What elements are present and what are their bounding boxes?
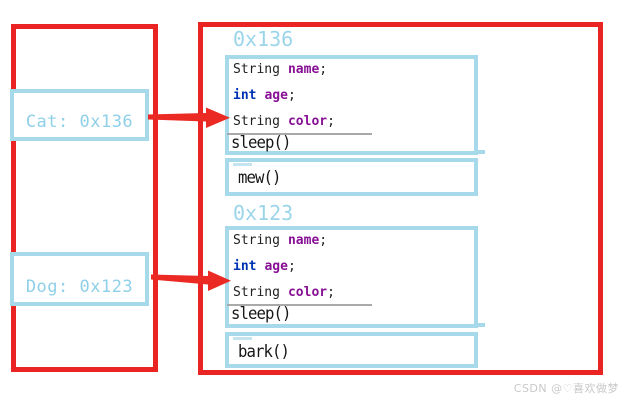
semicolon: ; <box>327 285 335 300</box>
semicolon: ; <box>287 259 296 274</box>
cat-reference-box: Cat: 0x136 <box>10 89 149 141</box>
corner-dash <box>233 337 252 340</box>
field-type: int <box>233 259 257 274</box>
address-label-0x136: 0x136 <box>233 27 294 51</box>
field-name: age <box>264 88 288 103</box>
field-type: int <box>233 88 257 103</box>
field-type: String <box>233 62 280 77</box>
semicolon: ; <box>319 62 328 77</box>
dog-reference-box: Dog: 0x123 <box>10 252 149 306</box>
inherited-method-label: sleep() <box>231 133 291 153</box>
field-type: String <box>233 233 280 248</box>
field-name: age <box>264 259 288 274</box>
corner-dash <box>233 163 252 166</box>
semicolon: ; <box>287 88 296 103</box>
field-name: name <box>287 233 320 248</box>
border-overhang-tick <box>477 323 485 327</box>
field-name: name <box>287 62 320 77</box>
border-overhang-tick <box>477 150 485 154</box>
field-declaration: String name; <box>233 62 327 77</box>
field-declaration: String color; <box>233 285 335 300</box>
semicolon: ; <box>319 233 328 248</box>
field-declaration: String color; <box>233 114 335 129</box>
field-type: String <box>233 285 280 300</box>
inherited-method-label: sleep() <box>231 304 291 324</box>
stack-panel <box>11 24 158 372</box>
watermark: CSDN @♡喜欢做梦 <box>513 382 619 395</box>
cat-method-box: mew() <box>225 158 478 196</box>
fields-divider-line <box>227 304 372 306</box>
dog-method-box: bark() <box>225 332 478 368</box>
dog-reference-label: Dog: 0x123 <box>25 277 134 297</box>
field-declaration: String name; <box>233 233 327 248</box>
address-label-0x123: 0x123 <box>233 201 294 225</box>
field-type: String <box>233 114 280 129</box>
field-name: color <box>287 114 328 129</box>
semicolon: ; <box>327 114 335 129</box>
heap-panel <box>198 22 603 375</box>
own-method-label: bark() <box>238 342 290 362</box>
own-method-label: mew() <box>238 168 281 188</box>
fields-divider-line <box>227 133 372 135</box>
field-name: color <box>287 285 328 300</box>
cat-reference-label: Cat: 0x136 <box>25 112 134 132</box>
